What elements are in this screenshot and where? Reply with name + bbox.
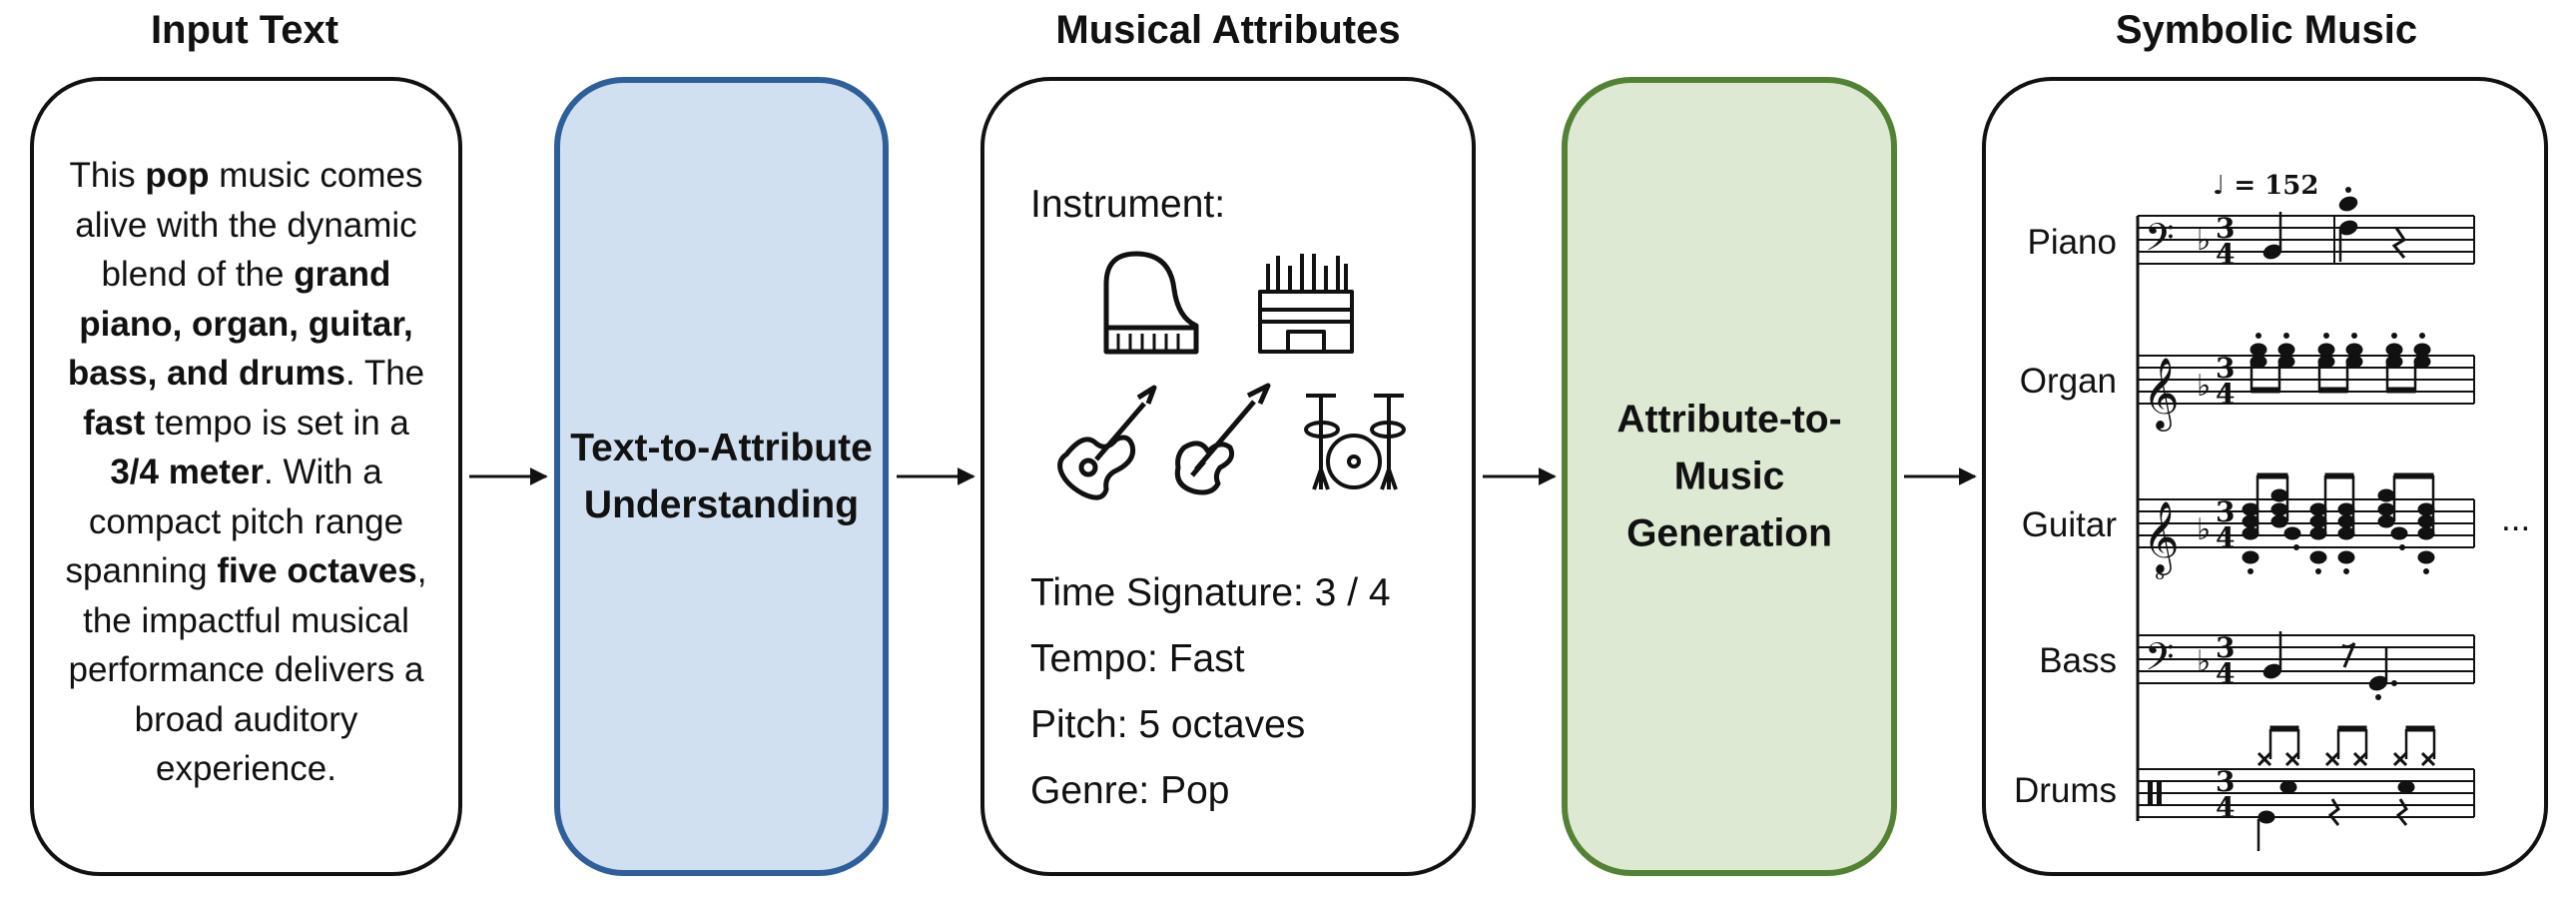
organ-staff (2138, 355, 2475, 405)
time-signature-bottom: 4 (2216, 378, 2235, 411)
musical-attributes-title: Musical Attributes (1055, 8, 1401, 52)
instrument-label: Instrument: (1030, 183, 1226, 226)
notes (2242, 187, 2436, 851)
track-label-bass: Bass (2039, 641, 2117, 680)
input-text-run: . With a compact pitch range spanning (65, 453, 404, 590)
quarter-rest-icon (2395, 798, 2408, 826)
score (2136, 215, 2475, 821)
input-text-run: . The (345, 354, 425, 393)
time-signature-top: 3 (2216, 631, 2235, 664)
input-text-emphasis: five octaves (217, 551, 417, 590)
symbolic-music-title: Symbolic Music (2115, 8, 2418, 52)
organ-icon (1258, 254, 1354, 354)
track-label-organ: Organ (2019, 362, 2117, 401)
time-signature-bottom: 4 (2216, 238, 2235, 271)
bass-clef-icon: 𝄢 (2145, 215, 2175, 269)
drum-kit-icon (1304, 394, 1406, 490)
bass-staff (2138, 634, 2475, 684)
acoustic-guitar-icon (1057, 385, 1157, 500)
time-signature-top: 3 (2216, 495, 2235, 528)
track-label-guitar: Guitar (2021, 505, 2117, 544)
text-to-attribute-label: Text-to-Attribute Understanding (570, 427, 873, 526)
continuation-ellipsis: ... (2501, 499, 2531, 538)
quarter-rest-icon (2391, 227, 2407, 259)
input-text-run: music comes alive with the dynamic blend… (75, 156, 423, 294)
bass-clef-icon: 𝄢 (2145, 634, 2175, 688)
svg-text:8: 8 (2155, 564, 2165, 583)
time-signature-top: 3 (2216, 352, 2235, 385)
attribute-to-music-box: Attribute-to-Music Generation (1562, 77, 1897, 876)
flat-sign-icon: ♭ (2197, 512, 2211, 547)
attribute-to-music-label: Attribute-to-Music Generation (1616, 398, 1842, 555)
input-text-emphasis: grand piano, organ, guitar, bass, and dr… (67, 255, 413, 393)
tempo-attribute: Tempo: Fast (1030, 637, 1245, 680)
flat-sign-icon: ♭ (2197, 369, 2211, 404)
input-text-run: , the impactful musical performance deli… (68, 551, 427, 788)
input-text-paragraph: This pop music comes alive with the dyna… (58, 151, 434, 794)
input-text-emphasis: 3/4 meter (110, 453, 265, 491)
time-signature-bottom: 4 (2216, 791, 2235, 824)
quarter-rest-icon (2327, 798, 2340, 826)
text-to-attribute-box: Text-to-Attribute Understanding (554, 77, 889, 876)
score-symbols: 𝄢 𝄞 𝄞 8 𝄢 ♭ ♭ ♭ ♭ 3 4 3 4 3 4 3 4 3 4 ♩ … (2143, 171, 2318, 824)
flat-sign-icon: ♭ (2197, 644, 2211, 679)
electric-guitar-icon (1174, 383, 1271, 495)
time-signature-bottom: 4 (2216, 521, 2235, 554)
eighth-rest-icon (2341, 641, 2356, 668)
treble-clef-icon: 𝄞 (2143, 499, 2180, 575)
time-signature-attribute: Time Signature: 3 / 4 (1030, 571, 1391, 614)
time-signature-bottom: 4 (2216, 657, 2235, 690)
time-signature-top: 3 (2216, 765, 2235, 798)
guitar-staff (2138, 498, 2475, 548)
track-label-drums: Drums (2013, 771, 2117, 810)
input-text-title: Input Text (150, 8, 339, 52)
pitch-attribute: Pitch: 5 octaves (1030, 703, 1306, 746)
tempo-marking: ♩ = 152 (2213, 171, 2318, 201)
piano-staff (2138, 215, 2475, 265)
track-label-piano: Piano (2027, 223, 2117, 262)
input-text-emphasis: fast (83, 403, 146, 443)
genre-attribute: Genre: Pop (1030, 769, 1230, 812)
flat-sign-icon: ♭ (2197, 223, 2211, 258)
input-text-emphasis: pop (145, 156, 210, 195)
input-text-run: This (69, 156, 146, 195)
percussion-clef-icon (2148, 781, 2153, 805)
grand-piano-icon (1103, 251, 1199, 355)
input-text-box: This pop music comes alive with the dyna… (30, 77, 462, 876)
time-signature-top: 3 (2216, 212, 2235, 245)
treble-clef-icon: 𝄞 (2143, 356, 2180, 432)
drums-staff (2138, 768, 2475, 818)
input-text-run: tempo is set in a (145, 403, 409, 443)
